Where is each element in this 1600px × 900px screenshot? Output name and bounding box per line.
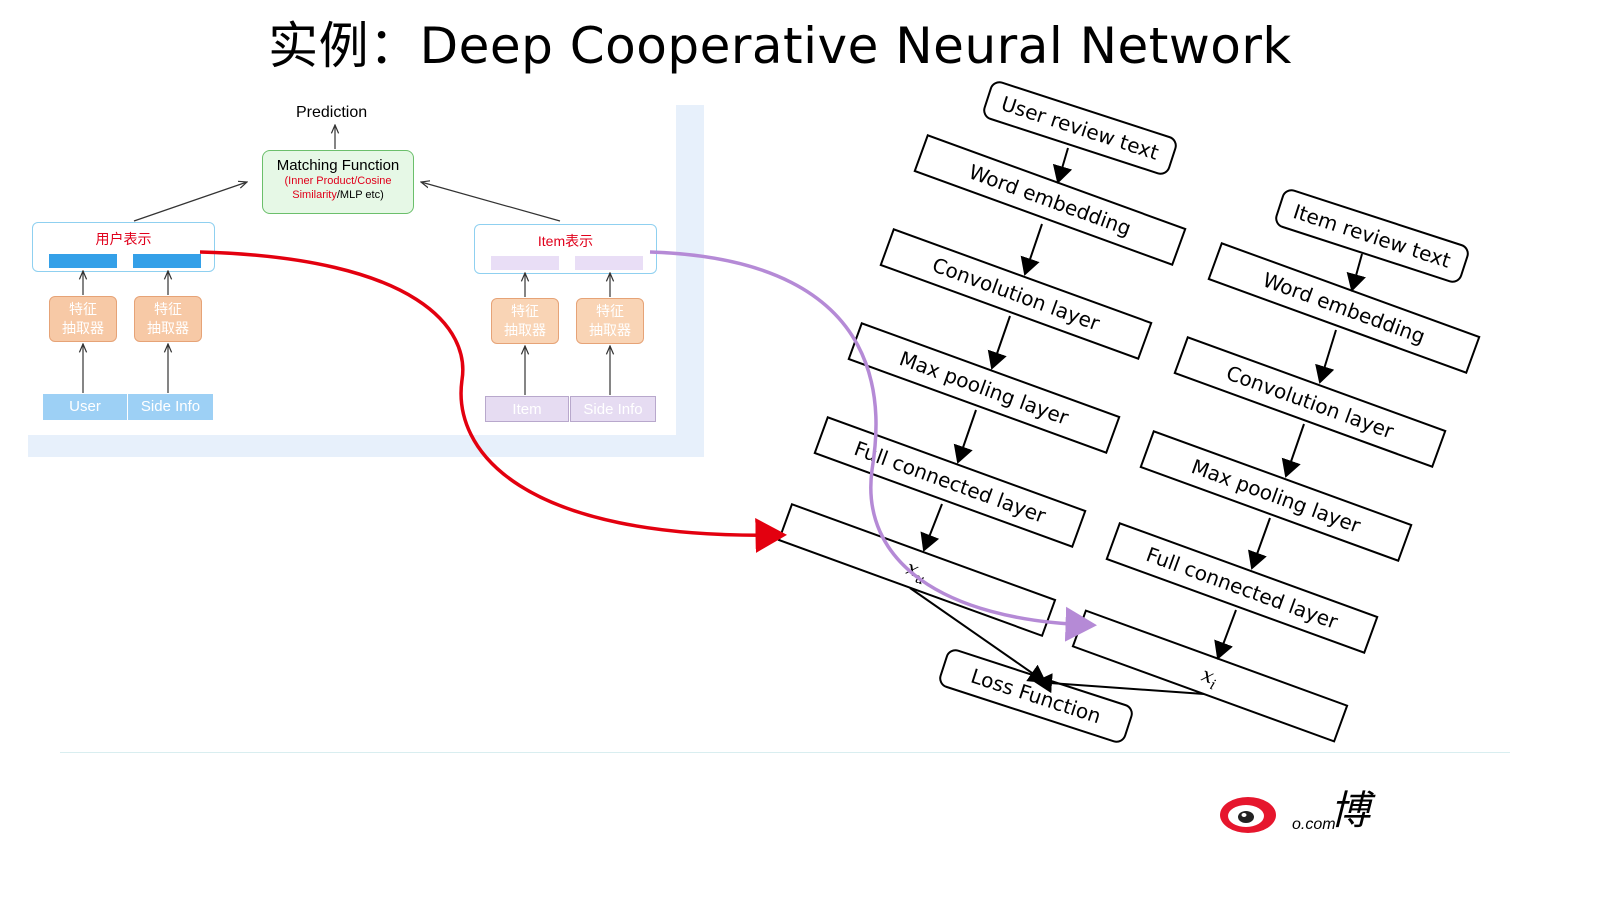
item-side-feature-extractor: 特征抽取器 — [576, 298, 644, 344]
user-embedding-bar-1 — [49, 254, 117, 268]
feature-extractor-line: 抽取器 — [589, 323, 631, 339]
footer-divider — [60, 752, 1510, 753]
user-side-info-input: Side Info — [128, 394, 213, 420]
feature-extractor-line: 抽取器 — [147, 321, 189, 337]
user-side-feature-extractor: 特征抽取器 — [134, 296, 202, 342]
item-input: Item — [485, 396, 569, 422]
feature-extractor-label: 特征抽取器 — [504, 304, 546, 339]
feature-extractor-label: 特征抽取器 — [62, 302, 104, 337]
user-representation-box: 用户表示 — [32, 222, 215, 272]
slide-title: 实例：Deep Cooperative Neural Network — [268, 17, 1292, 75]
matching-function-sub-black: /MLP etc) — [336, 189, 384, 201]
user-representation-label: 用户表示 — [95, 231, 152, 247]
feature-extractor-label: 特征抽取器 — [589, 304, 631, 339]
item-feature-extractor: 特征抽取器 — [491, 298, 559, 344]
user-feature-extractor: 特征抽取器 — [49, 296, 117, 342]
matching-function-subtitle: (Inner Product/Cosine Similarity/MLP etc… — [263, 174, 413, 202]
matching-function-title: Matching Function — [276, 157, 400, 174]
matching-function-sub-red-2: Similarity — [292, 189, 337, 201]
logo-url: o.com — [1292, 816, 1336, 833]
item-embedding-bar-1 — [491, 256, 559, 270]
user-input: User — [43, 394, 127, 420]
matching-function-box: Matching Function (Inner Product/Cosine … — [262, 150, 414, 214]
item-representation-box: Item表示 — [474, 224, 657, 274]
prediction-label: Prediction — [296, 104, 368, 121]
item-embedding-bar-2 — [575, 256, 643, 270]
feature-extractor-label: 特征抽取器 — [147, 302, 189, 337]
feature-extractor-line: 抽取器 — [504, 323, 546, 339]
user-embedding-bar-2 — [133, 254, 201, 268]
feature-extractor-line: 特征 — [154, 302, 182, 318]
item-side-info-input: Side Info — [570, 396, 656, 422]
feature-extractor-line: 特征 — [69, 302, 97, 318]
item-representation-label: Item表示 — [537, 233, 594, 249]
feature-extractor-line: 特征 — [511, 304, 539, 320]
feature-extractor-line: 抽取器 — [62, 321, 104, 337]
logo-text: 博 — [1330, 788, 1370, 834]
matching-function-sub-red-1: (Inner Product/Cosine — [284, 175, 392, 187]
feature-extractor-line: 特征 — [596, 304, 624, 320]
